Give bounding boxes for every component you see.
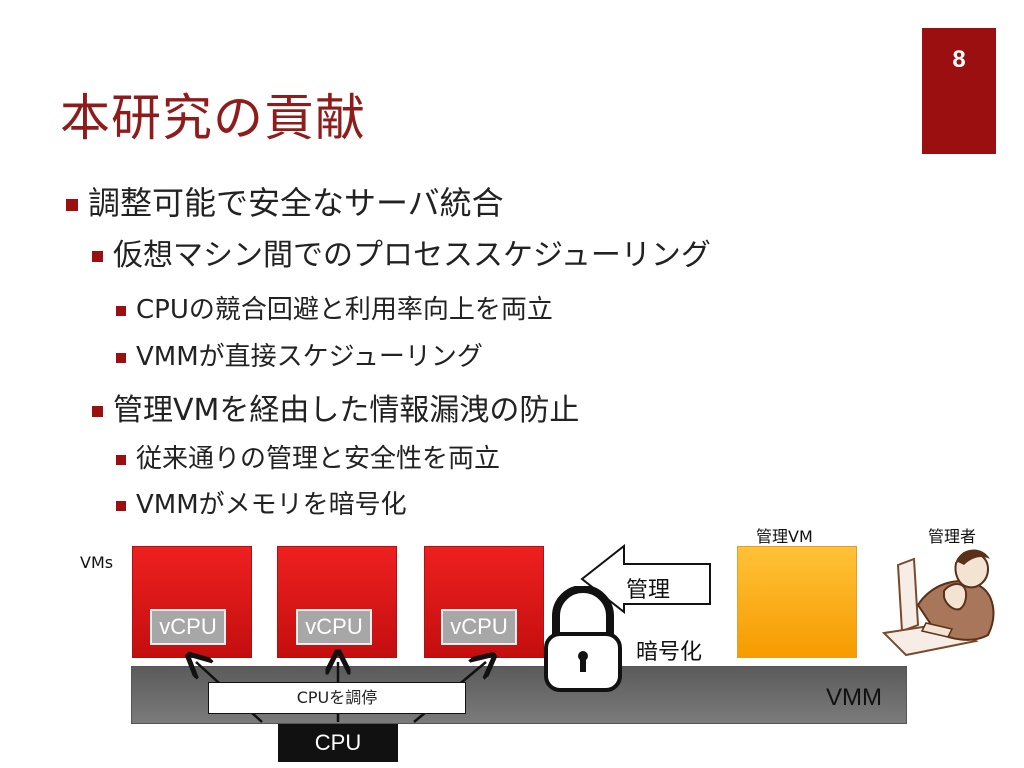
- bullet-text: CPUの競合回避と利用率向上を両立: [136, 295, 553, 325]
- page-number: 8: [952, 46, 966, 73]
- management-vm: [737, 546, 857, 658]
- bullet-item: CPUの競合回避と利用率向上を両立: [116, 289, 553, 326]
- lock-icon: [544, 586, 622, 692]
- bullet-marker: [116, 500, 126, 511]
- bullet-item: 調整可能で安全なサーバ統合: [66, 178, 504, 224]
- bullet-marker: [116, 352, 126, 363]
- bullet-text: 調整可能で安全なサーバ統合: [88, 184, 504, 222]
- bullet-item: 従来通りの管理と安全性を両立: [116, 438, 500, 475]
- bullet-marker: [92, 406, 103, 417]
- bullet-text: VMMがメモリを暗号化: [136, 490, 407, 520]
- callout-arrow: [580, 544, 711, 614]
- mediate-label-box: CPUを調停: [208, 682, 466, 714]
- administrator-icon: [881, 549, 995, 657]
- bullet-marker: [116, 454, 126, 465]
- bullet-marker: [66, 199, 78, 211]
- vms-label: VMs: [80, 553, 114, 572]
- vcpu-box: vCPU: [441, 609, 517, 645]
- bullet-marker: [116, 305, 126, 316]
- bullet-item: VMMが直接スケジューリング: [116, 336, 483, 373]
- slide-title: 本研究の貢献: [60, 89, 366, 147]
- bullet-text: 管理VMを経由した情報漏洩の防止: [113, 393, 580, 428]
- bullet-item: VMMがメモリを暗号化: [116, 484, 407, 521]
- vmm-label: VMM: [826, 684, 882, 711]
- bullet-text: 仮想マシン間でのプロセススケジューリング: [113, 238, 711, 273]
- bullet-text: VMMが直接スケジューリング: [136, 342, 483, 372]
- bullet-item: 管理VMを経由した情報漏洩の防止: [92, 385, 579, 429]
- management-text: 管理: [626, 578, 671, 603]
- vcpu-box: vCPU: [296, 609, 372, 645]
- bullet-text: 従来通りの管理と安全性を両立: [136, 444, 501, 474]
- bullet-item: 仮想マシン間でのプロセススケジューリング: [92, 230, 711, 274]
- page-number-badge: 8: [922, 28, 996, 154]
- mgmt-vm-label: 管理VM: [756, 527, 813, 546]
- bullet-marker: [92, 251, 103, 262]
- vcpu-box: vCPU: [150, 609, 226, 645]
- encryption-text: 暗号化: [636, 640, 703, 665]
- admin-label: 管理者: [928, 527, 977, 546]
- physical-cpu: CPU: [278, 724, 398, 762]
